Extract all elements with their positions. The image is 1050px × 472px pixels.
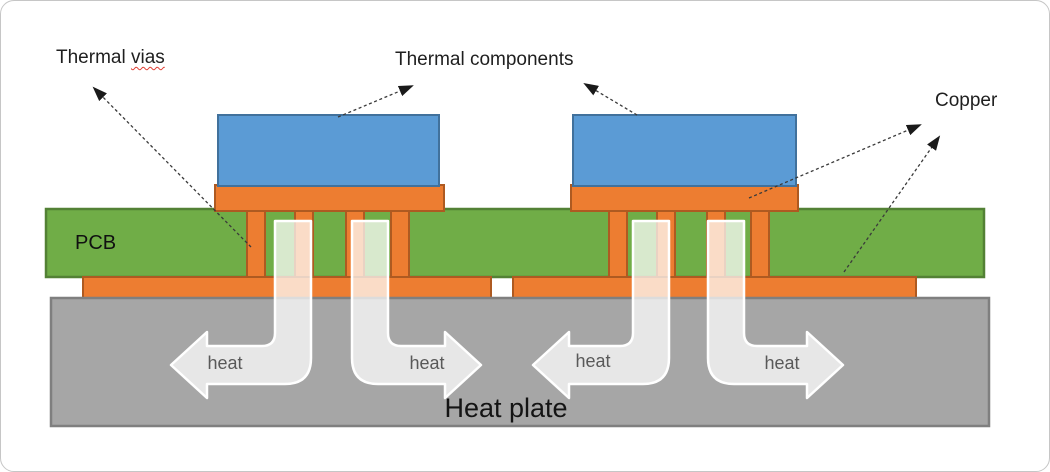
- leader-line-thermal-components-left: [337, 85, 414, 118]
- thermal-via: [246, 204, 266, 282]
- thermal-via: [390, 204, 410, 282]
- thermal-component-right: [572, 114, 797, 187]
- thermal-vias-label-word: vias: [130, 47, 165, 68]
- heat-arrow-right-1: [350, 219, 483, 400]
- heat-arrow-left-2: [531, 219, 671, 400]
- thermal-via: [608, 204, 628, 282]
- heat-label-3: heat: [575, 351, 611, 371]
- heat-flow-arrows: [169, 219, 845, 400]
- thermal-via: [750, 204, 770, 282]
- copper-label: Copper: [935, 90, 998, 111]
- copper-pad-left: [214, 184, 445, 212]
- leader-lines: [92, 82, 941, 273]
- pcb-board: [44, 207, 986, 279]
- leader-line-thermal-vias: [92, 86, 252, 248]
- heat-label-4: heat: [764, 353, 800, 373]
- heat-plate-label: Heat plate: [444, 393, 568, 423]
- leader-line-thermal-components-right: [583, 82, 638, 116]
- pcb-label: PCB: [75, 232, 117, 254]
- heat-arrow-right-2: [706, 219, 845, 400]
- thermal-components-label: Thermal components: [395, 49, 574, 70]
- leader-line-copper-top: [748, 124, 922, 199]
- thermal-vias-label: Thermal vias: [56, 47, 165, 69]
- heat-label-2: heat: [409, 353, 445, 373]
- heat-label-1: heat: [207, 353, 243, 373]
- heat-arrow-left-1: [169, 219, 313, 400]
- thermal-component-left: [217, 114, 440, 187]
- copper-pad-right: [570, 184, 799, 212]
- thermal-vias-label-prefix: Thermal: [56, 47, 131, 68]
